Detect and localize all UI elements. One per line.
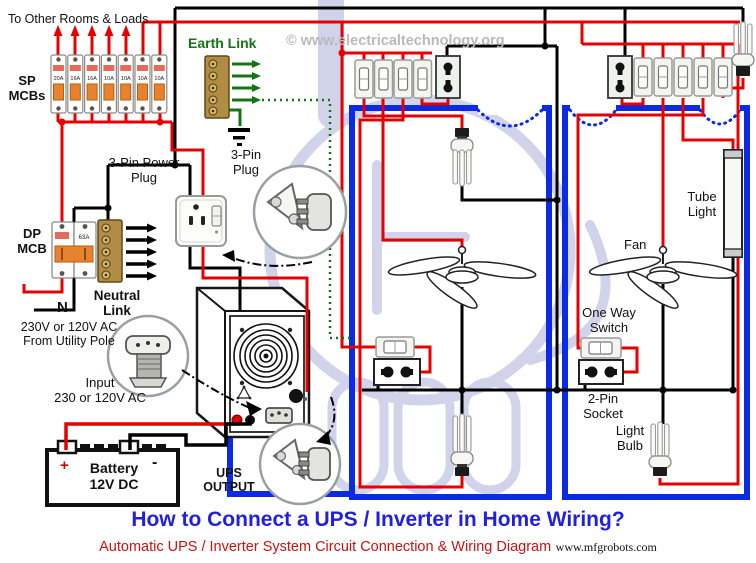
svg-text:10A: 10A xyxy=(154,76,164,82)
wall-switch xyxy=(373,59,394,99)
two-pin-socket xyxy=(435,55,461,99)
credit-text: www.mfgrobots.com xyxy=(555,540,657,554)
battery-label: Battery 12V DC xyxy=(89,460,139,492)
ups-output-inset xyxy=(258,422,342,506)
switchboard-2 xyxy=(607,55,733,99)
cfl-bulb-right-room xyxy=(648,421,672,476)
svg-text:16A: 16A xyxy=(70,76,80,82)
wall-switch xyxy=(393,59,413,99)
power-plug-label: 3-Pin Power Plug xyxy=(108,155,180,185)
earth-link-block xyxy=(204,55,230,119)
three-pin-plug-inset xyxy=(252,164,348,260)
one-way-switch-label: One Way Switch xyxy=(582,305,636,335)
cords-and-arrows xyxy=(64,247,336,450)
wall-switch xyxy=(673,57,693,97)
tube-light-label: Tube Light xyxy=(687,189,717,219)
sp-mcb: 10A xyxy=(117,54,134,114)
sp-mcb: 10A xyxy=(134,54,151,114)
battery-minus-mark: - xyxy=(152,454,157,471)
neutral-arrows xyxy=(126,223,157,281)
to-other-rooms-label: To Other Rooms & Loads xyxy=(8,12,149,26)
neutral-marker: N xyxy=(57,299,68,316)
switchboard-1 xyxy=(354,55,461,99)
input-label: Input 230 or 120V AC xyxy=(54,375,146,405)
earth-link-label: Earth Link xyxy=(188,35,257,51)
fan-label: Fan xyxy=(624,237,647,252)
svg-text:10A: 10A xyxy=(121,76,131,82)
power-plug-socket xyxy=(175,195,227,247)
input-connector-inset xyxy=(106,314,190,398)
ups-output-label: UPS OUTPUT xyxy=(203,466,255,494)
wall-switch xyxy=(354,59,374,99)
sp-mcb: 16A xyxy=(83,54,101,114)
ups-fan-grille xyxy=(233,323,299,389)
output-pointer-arrow xyxy=(321,396,336,441)
wall-switch xyxy=(713,57,733,97)
svg-text:16A: 16A xyxy=(87,76,97,82)
ground-symbol xyxy=(228,128,250,146)
live-wires xyxy=(22,20,745,489)
one-way-switch-right-room xyxy=(580,337,622,359)
battery: + - xyxy=(45,439,180,507)
neutral-link-block xyxy=(97,219,123,283)
cfl-bulb-left-bottom xyxy=(450,413,474,476)
room-frames xyxy=(227,101,750,500)
page-subtitle: Automatic UPS / Inverter System Circuit … xyxy=(99,539,552,555)
ups-box xyxy=(195,286,311,439)
ceiling-fan-left xyxy=(387,245,537,309)
two-pin-socket xyxy=(607,55,633,99)
cfl-bulb-top-right xyxy=(731,21,755,76)
ceiling-fan-right xyxy=(588,245,738,309)
ups-iec-inlet xyxy=(265,407,293,424)
junction-dots xyxy=(58,42,737,394)
svg-text:10A: 10A xyxy=(138,76,148,82)
utility-supply-label: 230V or 120V AC From Utility Pole xyxy=(20,320,118,348)
sp-mcb: 20A xyxy=(50,54,67,114)
dp-mcb-label: DP MCB xyxy=(17,226,47,256)
sp-mcbs-label: SP MCBs xyxy=(8,73,46,103)
light-bulb-label: Light Bulb xyxy=(615,423,645,453)
wall-switch xyxy=(412,59,433,99)
load-arrows xyxy=(53,25,131,36)
battery-plus-mark: + xyxy=(60,457,69,474)
earth-arrows xyxy=(232,60,261,104)
sp-mcb: 16A xyxy=(67,54,84,114)
sp-mcb: 10A xyxy=(151,54,168,114)
sp-mcb: 10A xyxy=(100,54,118,114)
ups-output-connector xyxy=(289,389,303,403)
wall-switch xyxy=(693,57,713,97)
sp-mcb-bank: 20A 16A 16A 10A 10A xyxy=(50,54,168,114)
neutral-link-label: Neutral Link xyxy=(93,288,141,319)
svg-text:20A: 20A xyxy=(54,76,64,82)
plug-label: 3-Pin Plug xyxy=(230,147,262,177)
svg-text:63A: 63A xyxy=(79,235,90,241)
two-pin-socket-left-room xyxy=(373,358,421,386)
wall-switch xyxy=(653,57,673,97)
page-title: How to Connect a UPS / Inverter in Home … xyxy=(131,508,625,531)
page-subtitle-row: Automatic UPS / Inverter System Circuit … xyxy=(0,538,756,556)
cfl-bulb-left-top xyxy=(450,128,474,187)
two-pin-socket-right-room xyxy=(578,359,624,385)
one-way-switch-left-room xyxy=(375,336,415,358)
two-pin-socket-label: 2-Pin Socket xyxy=(583,391,623,421)
dp-mcb: 63A xyxy=(51,221,97,279)
input-pointer-arrow xyxy=(181,369,251,409)
svg-text:10A: 10A xyxy=(104,76,114,82)
tube-light xyxy=(723,149,743,258)
wall-switch xyxy=(633,57,653,97)
watermark-text: © www.electricaltechnology.org xyxy=(286,33,505,49)
